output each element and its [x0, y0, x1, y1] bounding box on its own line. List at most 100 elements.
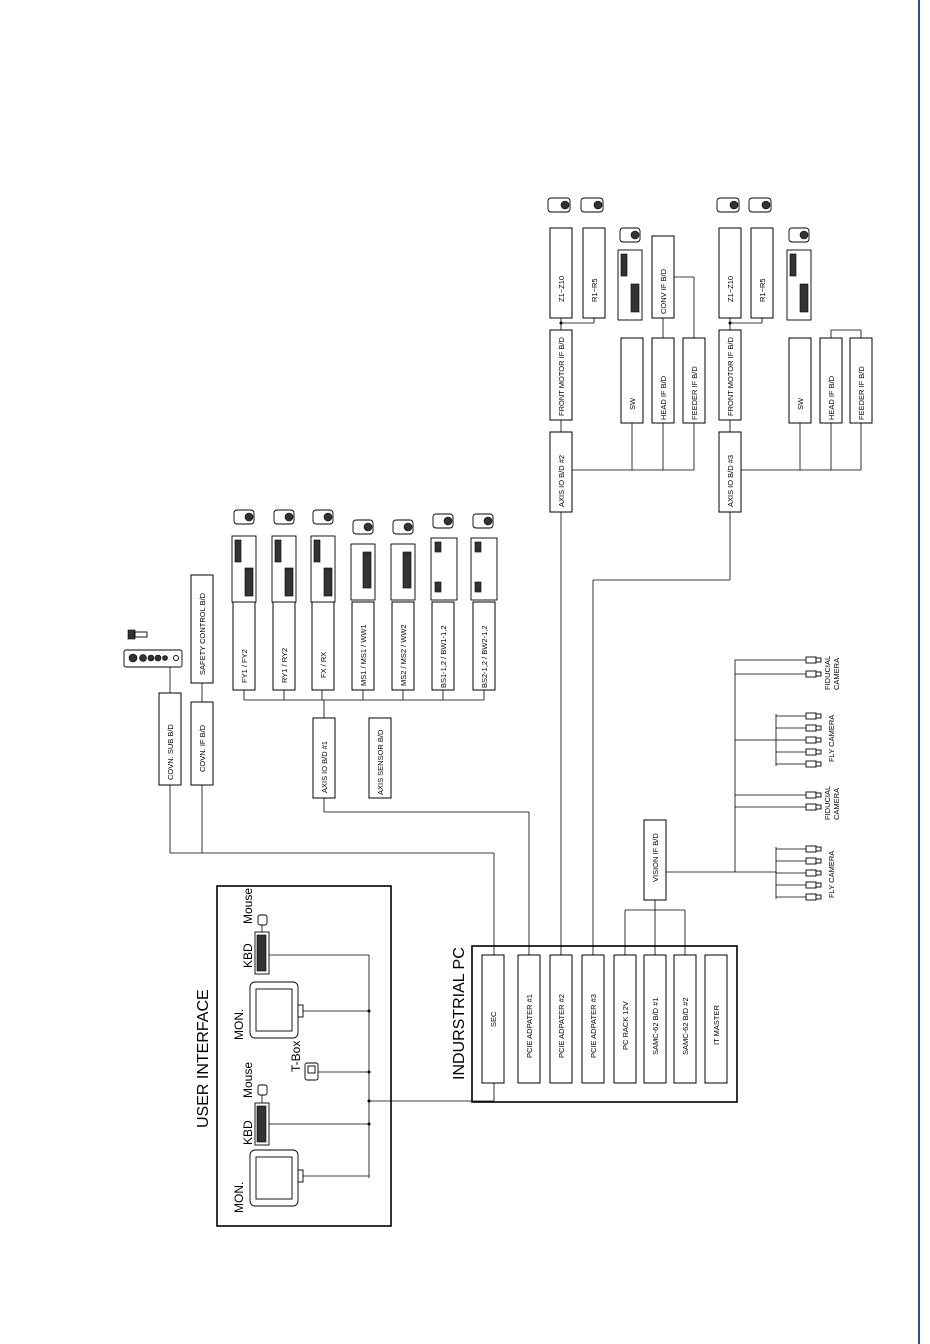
fiducial-label-1b: CAMERA: [832, 788, 841, 820]
monitor-2-label: MON.: [232, 1009, 246, 1040]
axis2-wiring: [559, 276, 695, 955]
svg-text:BS1-1,2 / BW1-1,2: BS1-1,2 / BW1-1,2: [439, 625, 448, 688]
fiducial-label-2b: CAMERA: [832, 658, 841, 690]
keyboard-1-label: KBD: [241, 1120, 255, 1145]
fly-camera-group-1: [735, 845, 822, 901]
svg-text:COVN. SUB B/D: COVN. SUB B/D: [166, 724, 175, 780]
svg-text:SW: SW: [628, 397, 637, 410]
servo-icons-axis2: [547, 197, 643, 321]
fiducial-camera-group-1: [735, 791, 822, 811]
ui-wiring: [269, 954, 495, 1178]
head-if-box-2: HEAD IF B/D: [651, 337, 675, 424]
industrial-pc-box: [471, 945, 738, 1103]
axis3-wiring: [592, 318, 862, 955]
driver-box-ms1: MS1 / MS1 / WW1: [351, 601, 375, 691]
fly-camera-label-2: FLY CAMERA: [827, 715, 836, 762]
keyboard-2-label: KBD: [241, 943, 255, 968]
svg-text:SW: SW: [796, 397, 805, 410]
svg-text:PC RACK 12V: PC RACK 12V: [621, 1001, 630, 1050]
user-interface-box: [216, 885, 392, 1227]
pc-card-sec: SEC: [481, 954, 505, 1084]
mouse-2-label: Mouse: [241, 888, 255, 924]
axis-sensor-board: AXIS SENSOR B/D: [368, 717, 392, 799]
mouse-2-icon: [257, 914, 268, 932]
svg-text:HEAD IF B/D: HEAD IF B/D: [827, 375, 836, 420]
monitor-1-icon: [249, 1149, 304, 1207]
svg-text:SAFETY CONTROL B/D: SAFETY CONTROL B/D: [198, 592, 207, 675]
vision-wiring: [624, 660, 736, 955]
svg-text:RY1 / RY2: RY1 / RY2: [280, 648, 289, 683]
vision-if-board: VISION IF B/D: [643, 819, 667, 901]
pc-card-pcie-3: PCIE ADPATER #3: [581, 954, 605, 1084]
conv-if-box: CONV IF B/D: [651, 235, 675, 319]
svg-text:AXIS IO B/D #3: AXIS IO B/D #3: [726, 455, 735, 507]
keyboard-1-icon: [254, 1102, 270, 1146]
monitor-2-icon: [249, 981, 304, 1039]
monitor-1-label: MON.: [232, 1182, 246, 1213]
svg-text:Z1~Z10: Z1~Z10: [726, 276, 735, 302]
servo-motor-icons-axis1: [231, 509, 498, 603]
mouse-1-icon: [257, 1084, 268, 1103]
svg-text:Z1~Z10: Z1~Z10: [557, 276, 566, 302]
switch-panel-icon: [123, 649, 183, 668]
pc-card-pc-rack: PC RACK 12V: [613, 954, 637, 1084]
svg-text:HEAD IF B/D: HEAD IF B/D: [659, 375, 668, 420]
svg-text:R1~R5: R1~R5: [758, 278, 767, 302]
svg-text:MS1 / MS1 / WW1: MS1 / MS1 / WW1: [359, 624, 368, 686]
fiducial-label-1a: FIDUCIAL: [823, 786, 832, 820]
svg-text:CONV IF B/D: CONV IF B/D: [659, 268, 668, 314]
svg-text:PCIE ADPATER #1: PCIE ADPATER #1: [525, 994, 534, 1058]
pc-card-samc-1: SAMC-62 B/D #1: [643, 954, 667, 1084]
servo-icons-axis3: [716, 197, 812, 321]
t-box-icon: [304, 1062, 319, 1081]
axis-io-board-1: AXIS IO B/D #1: [312, 717, 336, 799]
svg-text:AXIS SENSOR B/D: AXIS SENSOR B/D: [376, 729, 385, 795]
driver-box-bs2: BS2-1,2 / BW2-1,2: [472, 601, 496, 691]
pc-card-pcie-1: PCIE ADPATER #1: [517, 954, 541, 1084]
pc-card-samc-2: SAMC-62 B/D #2: [673, 954, 697, 1084]
svg-text:PCIE ADPATER #2: PCIE ADPATER #2: [557, 994, 566, 1058]
svg-text:COVN. IF B/D: COVN. IF B/D: [198, 724, 207, 772]
pc-card-it-master: IT MASTER: [704, 954, 728, 1084]
front-motor-board-2: FRONT MOTOR IF B/D: [549, 329, 573, 421]
svg-text:SAMC-62 B/D #2: SAMC-62 B/D #2: [681, 997, 690, 1055]
axis1-wiring: [243, 690, 530, 955]
svg-text:AXIS IO B/D #2: AXIS IO B/D #2: [557, 455, 566, 507]
pc-card-pcie-2: PCIE ADPATER #2: [549, 954, 573, 1084]
axis-io-board-2: AXIS IO B/D #2: [549, 431, 573, 513]
fiducial-label-2a: FIDUCIAL: [823, 656, 832, 690]
feeder-if-box-2: FEEDER IF B/D: [682, 337, 706, 424]
covn-wiring: [169, 667, 495, 955]
driver-box-fy: FY1 / FY2: [232, 601, 256, 691]
svg-text:MS2 / MS2 / WW2: MS2 / MS2 / WW2: [399, 624, 408, 686]
svg-text:FX / RX: FX / RX: [319, 652, 328, 678]
svg-text:SAMC-62 B/D #1: SAMC-62 B/D #1: [651, 997, 660, 1055]
keyboard-2-icon: [254, 931, 270, 975]
svg-text:SEC: SEC: [489, 1011, 498, 1027]
covn-sub-board: COVN. SUB B/D: [158, 692, 182, 786]
svg-text:R1~R5: R1~R5: [590, 278, 599, 302]
z1-z10-box-2: Z1~Z10: [549, 227, 573, 319]
svg-text:AXIS IO B/D #1: AXIS IO B/D #1: [320, 741, 329, 793]
fly-camera-label-1: FLY CAMERA: [827, 851, 836, 898]
covn-if-board: COVN. IF B/D: [190, 701, 214, 786]
sw-box-3: SW: [788, 337, 812, 424]
svg-text:FRONT MOTOR IF B/D: FRONT MOTOR IF B/D: [557, 337, 566, 416]
connector-plug-icon: [127, 629, 148, 640]
driver-box-ms2: MS2 / MS2 / WW2: [391, 601, 415, 691]
feeder-if-box-3: FEEDER IF B/D: [849, 337, 873, 424]
fiducial-camera-group-2: [735, 656, 822, 678]
svg-text:FEEDER IF B/D: FEEDER IF B/D: [690, 366, 699, 420]
svg-text:FEEDER IF B/D: FEEDER IF B/D: [857, 366, 866, 420]
t-box-label: T-Box: [289, 1041, 303, 1072]
z1-z10-box-3: Z1~Z10: [718, 227, 742, 319]
axis-io-board-3: AXIS IO B/D #3: [718, 431, 742, 513]
svg-text:FRONT MOTOR IF B/D: FRONT MOTOR IF B/D: [726, 337, 735, 416]
driver-box-fx: FX / RX: [311, 601, 335, 691]
mouse-1-label: Mouse: [241, 1062, 255, 1098]
industrial-pc-title: INDURSTRIAL PC: [451, 947, 468, 1080]
svg-text:IT MASTER: IT MASTER: [712, 1005, 721, 1045]
r1-r5-box-3: R1~R5: [750, 227, 774, 319]
